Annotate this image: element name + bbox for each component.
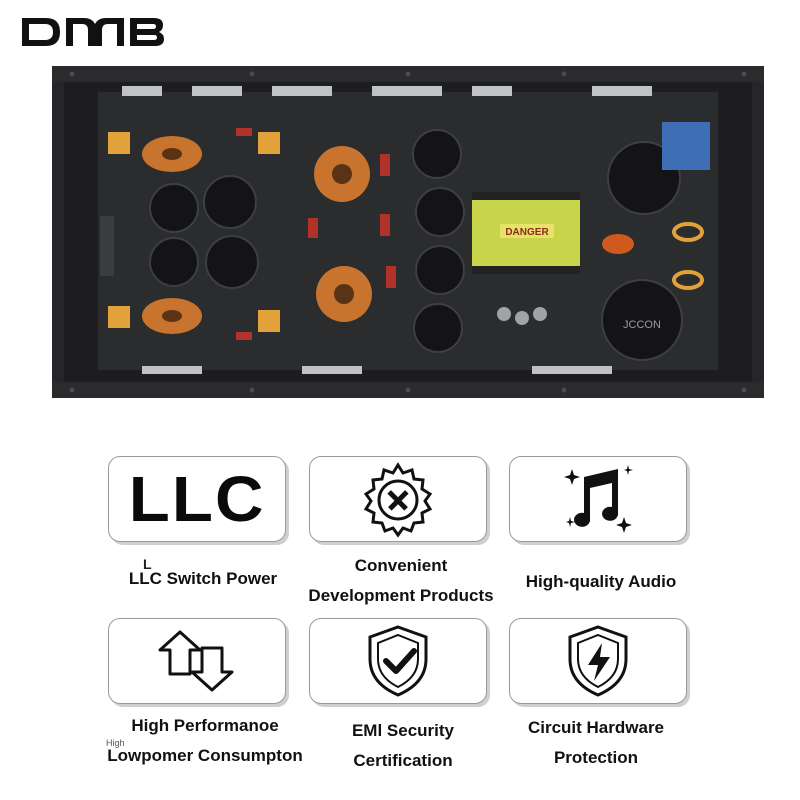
caption-line: LLC Switch Power [128,569,278,588]
caption-line: Circuit Hardware [527,718,665,737]
shield-lightning-icon [568,625,628,697]
caption-line: EMl Security [351,721,455,740]
caption-line: Protection [553,748,639,767]
caption-line: Development Products [308,586,494,605]
feature-caption-development: Convenient Development Products [290,551,512,611]
amplifier-board-photo: JCCON DANGER [52,66,764,398]
caption-line: High Performanoe [131,716,279,735]
feature-card-protection [509,618,687,704]
caption-line: Certification [353,751,453,770]
feature-card-performance [108,618,286,704]
feature-small-label: High [106,738,125,748]
shield-check-icon [368,625,428,697]
feature-caption-performance: High Performanoe Lowpomer Consumpton [92,711,318,771]
feature-small-label: L [143,556,152,572]
feature-card-llc: LLC [108,456,286,542]
transformer-marking: DANGER [505,227,549,238]
capacitor-marking: JCCON [623,319,661,331]
gear-wrench-icon [363,462,433,538]
feature-caption-protection: Circuit Hardware Protection [496,713,696,773]
caption-line: Lowpomer Consumpton [107,746,303,765]
up-down-arrows-icon [158,630,234,692]
feature-card-emi [309,618,487,704]
caption-line: High-quality Audio [525,572,677,591]
llc-text-icon: LLC [128,463,266,535]
music-note-icon [564,465,633,533]
feature-caption-emi: EMl Security Certification [300,716,506,776]
feature-caption-audio: High-quality Audio [496,567,706,597]
caption-line: Convenient [354,556,448,575]
dmb-logo-icon [22,18,164,46]
feature-card-audio [509,456,687,542]
feature-caption-llc: LLC Switch Power [98,564,308,594]
feature-card-development [309,456,487,542]
dmb-logo [20,14,166,50]
